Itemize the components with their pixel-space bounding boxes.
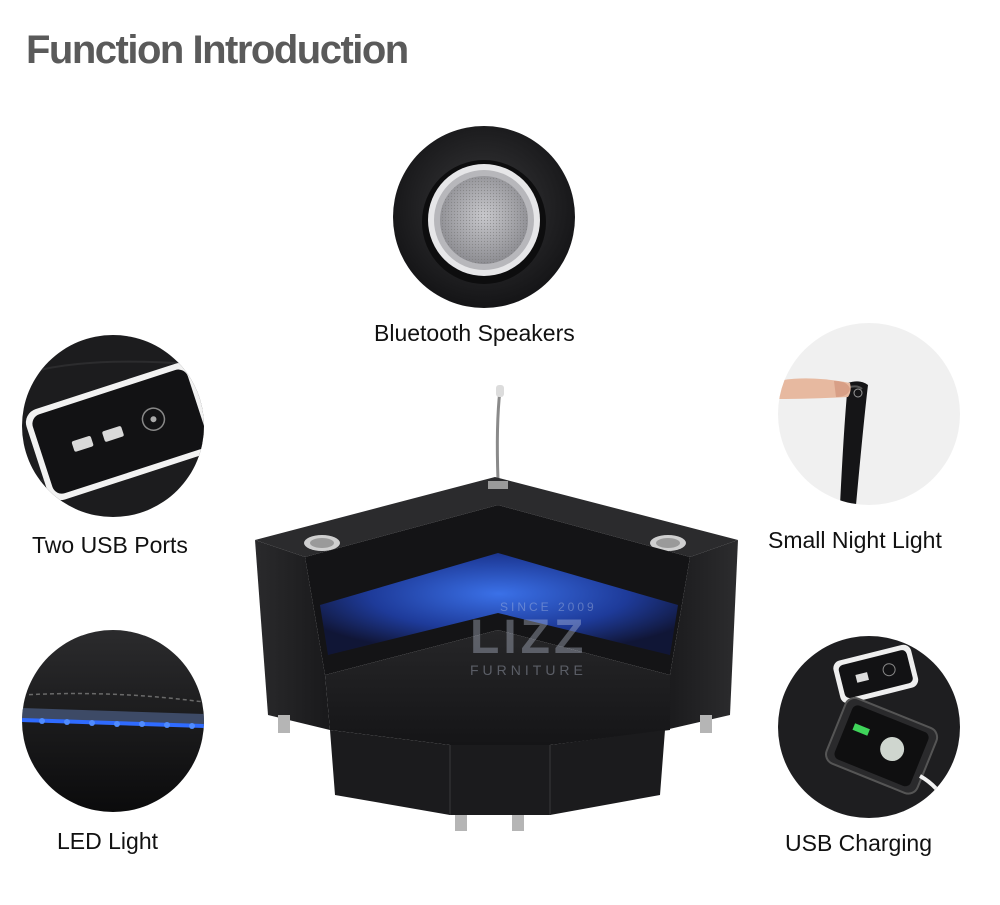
two-usb-ports-label: Two USB Ports: [32, 532, 188, 558]
watermark-sub: FURNITURE: [470, 662, 587, 678]
usb-charging-label: USB Charging: [785, 830, 933, 856]
watermark-since: SINCE 2009: [500, 600, 597, 614]
brand-watermark: SINCE 2009 LIZZ FURNITURE: [470, 600, 597, 678]
page-title: Function Introduction: [26, 28, 409, 72]
bluetooth-speakers-label: Bluetooth Speakers: [374, 320, 575, 346]
led-light-image: [22, 630, 204, 812]
corner-sofa-image: [250, 385, 745, 855]
bluetooth-speaker-image: [393, 126, 575, 308]
night-light-image: [778, 323, 960, 505]
usb-ports-image: [22, 335, 204, 517]
led-light-label: LED Light: [57, 828, 159, 854]
watermark-brand: LIZZ: [470, 611, 588, 664]
small-night-light-label: Small Night Light: [768, 527, 942, 553]
usb-charging-image: [778, 636, 960, 818]
